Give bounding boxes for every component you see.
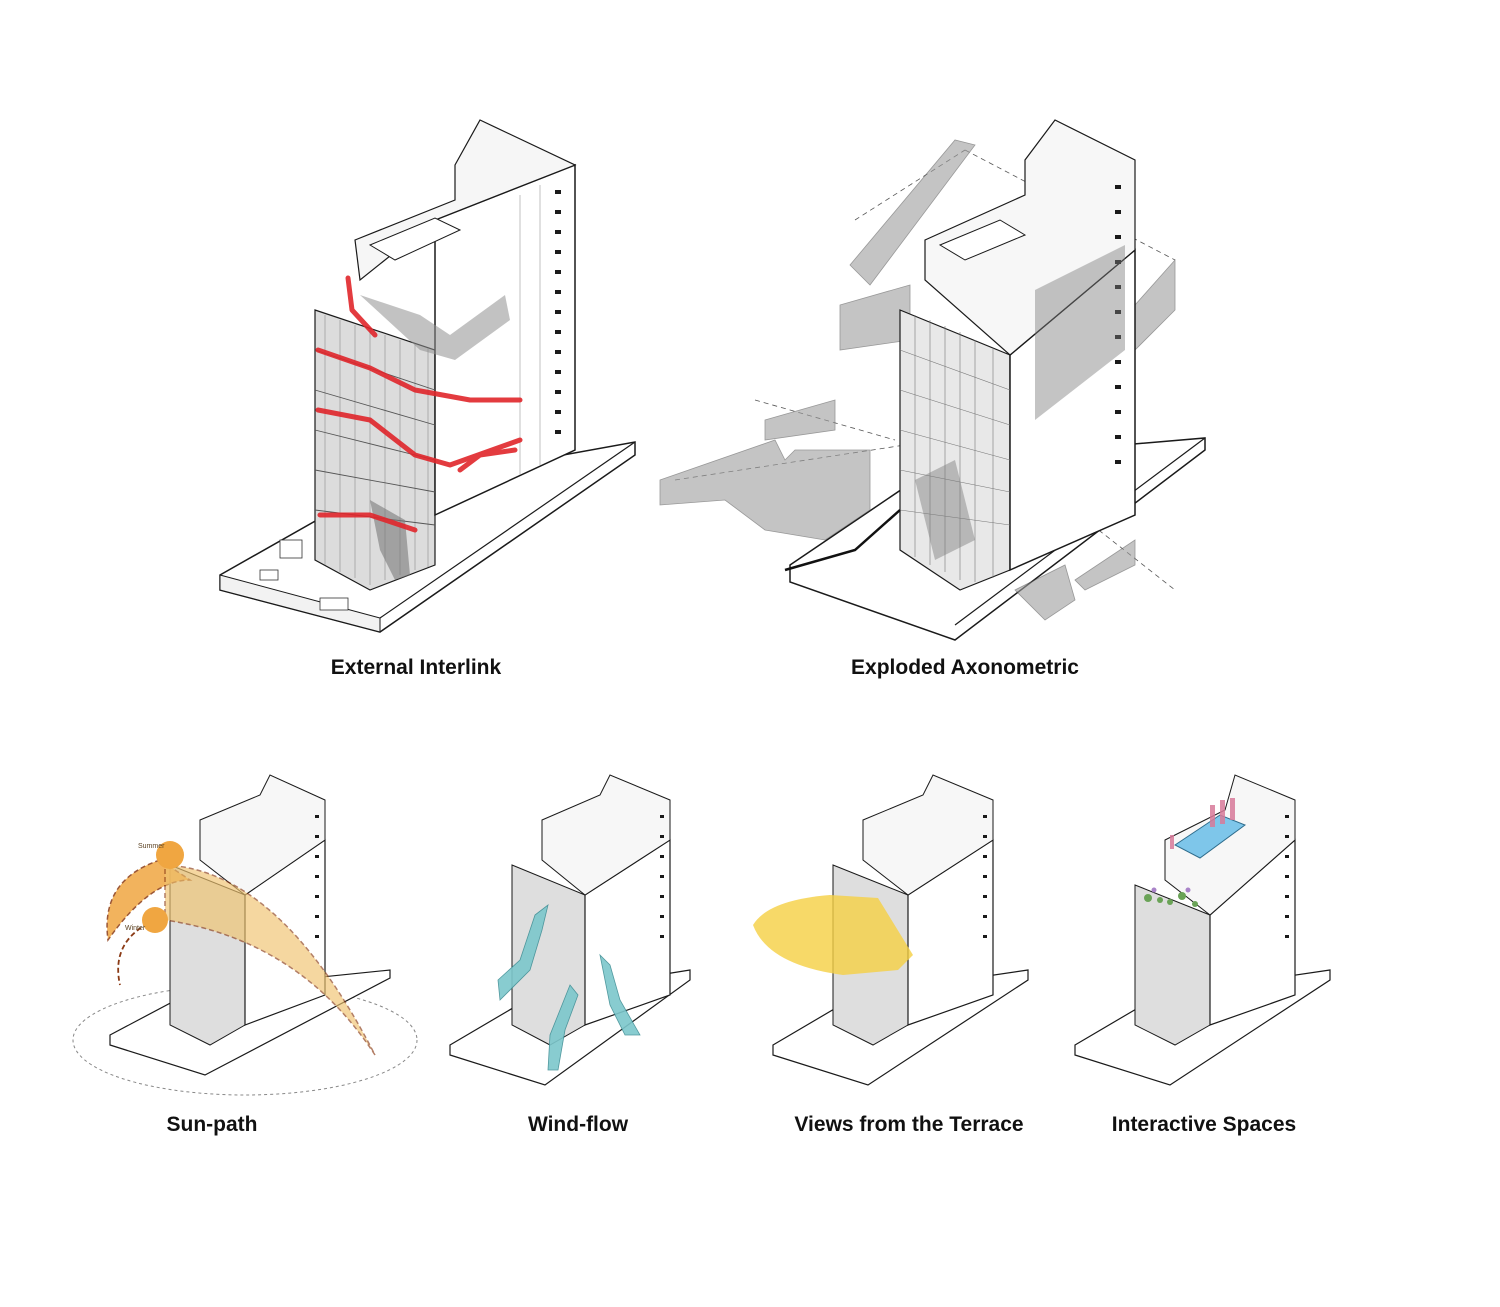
caption-views-from-terrace: Views from the Terrace (794, 1113, 1024, 1136)
caption-exploded-axonometric: Exploded Axonometric (851, 656, 1079, 679)
rooftop-pool (1174, 814, 1247, 859)
caption-wind-flow: Wind-flow (527, 1113, 629, 1136)
summer-sun-icon (156, 841, 184, 869)
caption-interactive-spaces: Interactive Spaces (1111, 1113, 1297, 1136)
wind-ribbons (497, 903, 641, 1071)
sun-path-svg: Summer Winter (72, 774, 418, 1096)
caption-sun-path: Sun-path (166, 1113, 258, 1136)
external-interlink-svg (219, 119, 636, 633)
exploded-axonometric-diagram (655, 119, 1206, 645)
interactive-spaces-diagram (1070, 770, 1340, 1090)
view-cone (753, 895, 913, 975)
winter-label: Winter (125, 925, 146, 932)
tower-glass-face (314, 309, 436, 591)
winter-sun-icon (142, 907, 168, 933)
wind-flow-svg (449, 774, 691, 1086)
interlink-ramps (315, 275, 523, 533)
external-interlink-diagram (219, 119, 640, 640)
sun-path-diagram: Summer Winter (70, 770, 430, 1100)
views-terrace-svg (753, 774, 1029, 1086)
exploded-axonometric-svg (659, 119, 1206, 641)
sun-sweep (164, 864, 376, 1056)
wind-flow-diagram (449, 770, 710, 1090)
views-from-terrace-diagram (748, 770, 1048, 1090)
caption-external-interlink: External Interlink (330, 656, 502, 679)
summer-label: Summer (138, 843, 165, 850)
interactive-spaces-svg (1074, 774, 1331, 1086)
